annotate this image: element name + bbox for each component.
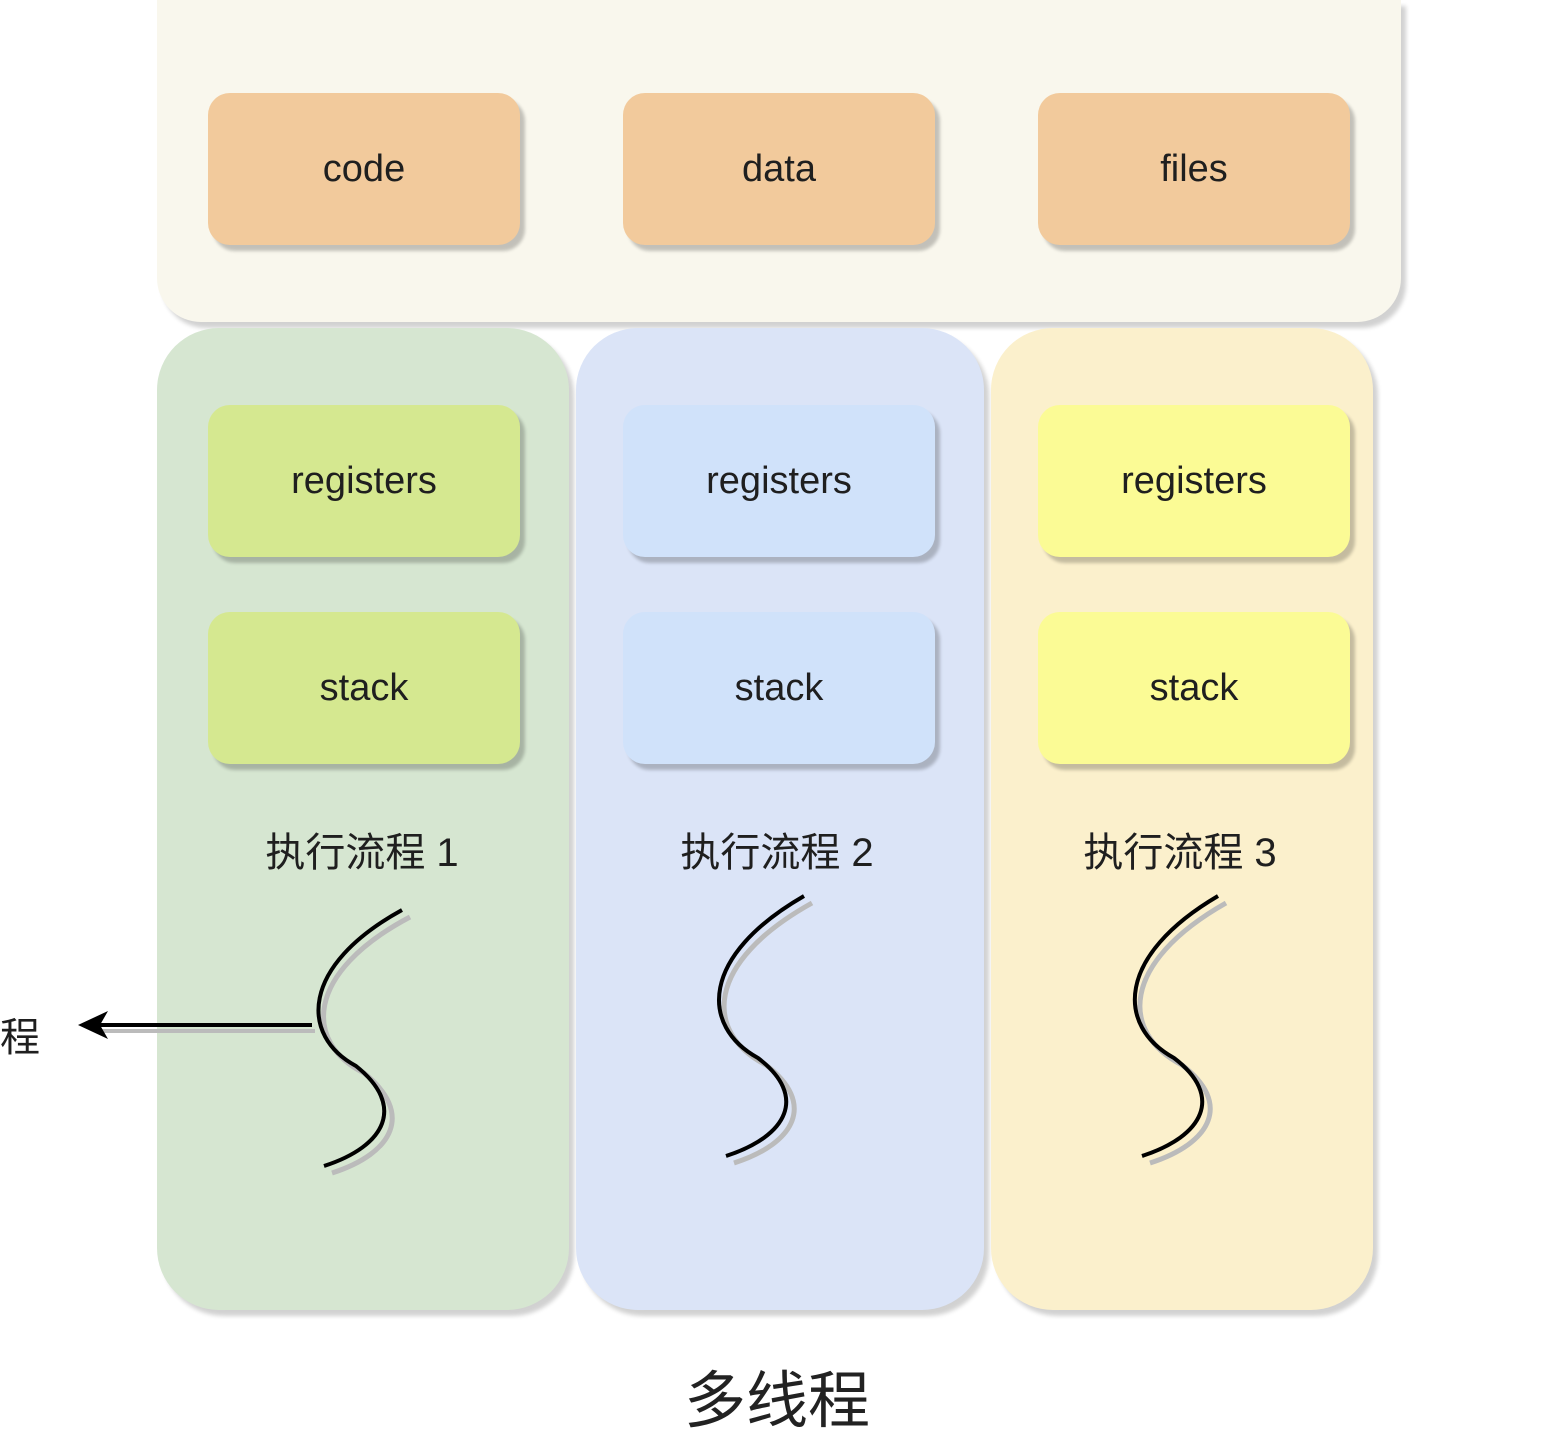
thread-1-label: 执行流程 1 — [265, 831, 459, 875]
thread-3-stack-box: stack — [1038, 612, 1350, 764]
thread-1-registers-box: registers — [208, 405, 520, 557]
thread-2-label: 执行流程 2 — [680, 831, 874, 875]
thread-1-stack-box: stack — [208, 612, 520, 764]
arrow-label: 程 — [0, 1016, 40, 1060]
thread-2-registers-box: registers — [623, 405, 935, 557]
code-box: code — [208, 93, 520, 245]
diagram-title: 多线程 — [683, 1367, 871, 1430]
thread-3-label: 执行流程 3 — [1083, 831, 1277, 875]
thread-3-registers-box: registers — [1038, 405, 1350, 557]
thread-2-stack-box: stack — [623, 612, 935, 764]
files-box: files — [1038, 93, 1350, 245]
data-box: data — [623, 93, 935, 245]
